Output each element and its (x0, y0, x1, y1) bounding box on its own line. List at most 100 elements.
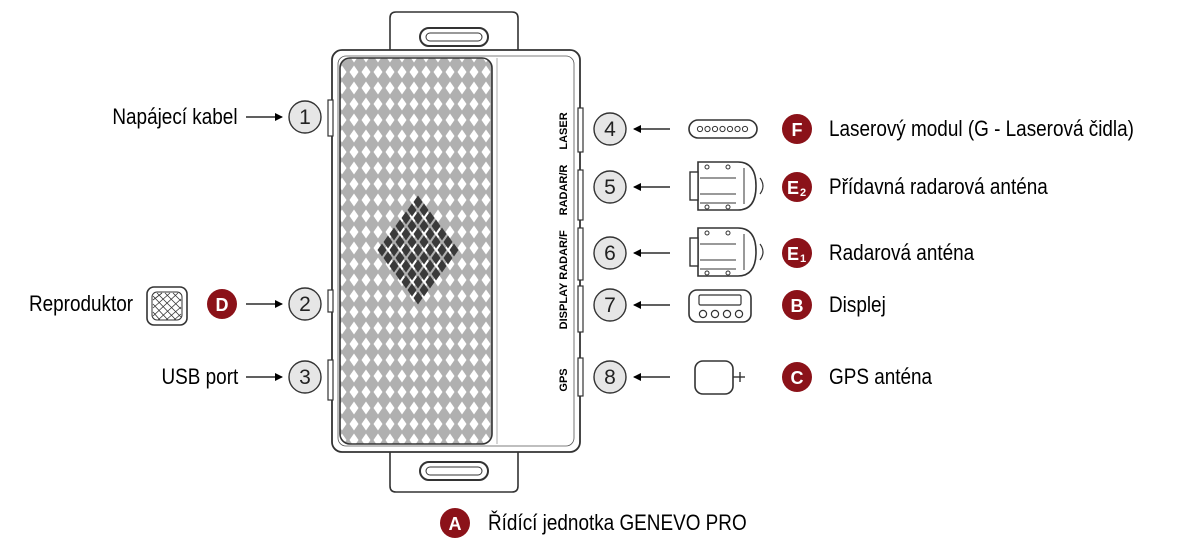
port-8-marker: 8 (593, 360, 627, 394)
grille-dark-diamond (413, 195, 423, 209)
grille-dark-diamond (437, 227, 447, 241)
badge-d: D (207, 289, 237, 319)
grille-dark-diamond (383, 235, 393, 249)
badge-e1-letter: E (787, 244, 799, 264)
port-labels: LASER RADAR/R RADAR/F DISPLAY GPS (558, 112, 570, 391)
grille-dark-diamond (413, 291, 423, 305)
grille-dark-diamond (395, 235, 405, 249)
label-control-unit: Řídící jednotka GENEVO PRO (488, 510, 747, 535)
grille-dark-diamond (449, 243, 459, 257)
grille-dark-diamond (419, 235, 429, 249)
badge-e1-sub: 1 (800, 253, 806, 265)
badge-d-letter: D (216, 295, 229, 315)
grille-dark-diamond (407, 267, 417, 281)
grille-dark-diamond (425, 259, 435, 273)
grille-dark-diamond (413, 227, 423, 241)
bottom-mount-slot (419, 461, 489, 481)
gps-antenna-icon (694, 360, 745, 395)
grille-dark-diamond (413, 243, 423, 257)
top-mount-slot (419, 27, 489, 47)
grille-dark-diamond (389, 259, 399, 273)
port-7-marker: 7 (593, 288, 627, 322)
port-2-marker: 2 (288, 287, 322, 321)
right-connections: 4 5 6 7 8 (593, 112, 812, 395)
badge-e2: E 2 (782, 172, 812, 202)
port-4-number: 4 (604, 118, 616, 141)
laser-module-icon (688, 119, 758, 139)
label-additional-radar: Přídavná radarová anténa (829, 174, 1048, 199)
speaker-icon (146, 286, 188, 326)
grille-dark-diamond (425, 227, 435, 241)
grille-dark-diamond (431, 235, 441, 249)
grille-dark-diamond (431, 219, 441, 233)
grille-dark-diamond (419, 219, 429, 233)
grille-dark-diamond (425, 275, 435, 289)
port-label-laser: LASER (558, 112, 570, 149)
grille-dark-diamond (377, 243, 387, 257)
control-unit (327, 11, 584, 493)
grille-dark-diamond (425, 211, 435, 225)
additional-radar-icon (689, 161, 764, 211)
grille-dark-diamond (413, 259, 423, 273)
grille-dark-diamond (443, 235, 453, 249)
grille-dark-diamond (419, 251, 429, 265)
badge-c: C (782, 362, 812, 392)
port-label-radar-f: RADAR/F (558, 230, 570, 280)
grille-dark-diamond (401, 243, 411, 257)
grille-dark-diamond (401, 211, 411, 225)
left-connections: 1 2 3 D (146, 100, 322, 394)
grille-dark-diamond (383, 251, 393, 265)
grille-dark-diamond (437, 259, 447, 273)
port-1-number: 1 (299, 106, 311, 129)
label-usb-port: USB port (161, 364, 238, 389)
port-6-marker: 6 (593, 236, 627, 270)
badge-c-letter: C (791, 368, 804, 388)
grille-dark-diamond (419, 283, 429, 297)
port-label-radar-r: RADAR/R (558, 165, 570, 216)
badge-a: A (440, 508, 470, 538)
grille-dark-diamond (401, 275, 411, 289)
port-5-marker: 5 (593, 170, 627, 204)
label-display: Displej (829, 292, 886, 317)
grille-dark-diamond (395, 219, 405, 233)
grille-dark-diamond (407, 235, 417, 249)
grille-dark-diamond (401, 227, 411, 241)
port-3-number: 3 (299, 366, 311, 389)
label-radar-antenna: Radarová anténa (829, 240, 975, 265)
grille-speaker-cluster (377, 195, 459, 305)
badge-b: B (782, 290, 812, 320)
badge-e2-letter: E (787, 178, 799, 198)
port-6-number: 6 (604, 242, 616, 265)
grille-dark-diamond (389, 227, 399, 241)
grille-dark-diamond (407, 251, 417, 265)
badge-f: F (782, 114, 812, 144)
grille-dark-diamond (407, 283, 417, 297)
grille-dark-diamond (401, 259, 411, 273)
label-speaker: Reproduktor (28, 291, 133, 316)
port-7-number: 7 (604, 294, 616, 317)
label-gps-antenna: GPS anténa (829, 364, 933, 389)
port-label-display: DISPLAY (558, 282, 570, 329)
display-icon (688, 289, 752, 323)
grille-dark-diamond (395, 251, 405, 265)
grille-dark-diamond (419, 203, 429, 217)
badge-a-letter: A (449, 514, 462, 534)
grille-dark-diamond (407, 219, 417, 233)
port-4-marker: 4 (593, 112, 627, 146)
port-1-marker: 1 (288, 100, 322, 134)
port-5-number: 5 (604, 176, 616, 199)
grille-dark-diamond (443, 251, 453, 265)
badge-e1: E 1 (782, 238, 812, 268)
label-power-cable: Napájecí kabel (112, 104, 238, 129)
badge-b-letter: B (791, 296, 804, 316)
badge-e2-sub: 2 (800, 187, 806, 199)
port-label-gps: GPS (558, 368, 570, 391)
grille-dark-diamond (425, 243, 435, 257)
grille-dark-diamond (389, 243, 399, 257)
port-8-number: 8 (604, 366, 616, 389)
label-laser-module: Laserový modul (G - Laserová čidla) (829, 116, 1134, 141)
port-3-marker: 3 (288, 360, 322, 394)
grille-dark-diamond (437, 243, 447, 257)
